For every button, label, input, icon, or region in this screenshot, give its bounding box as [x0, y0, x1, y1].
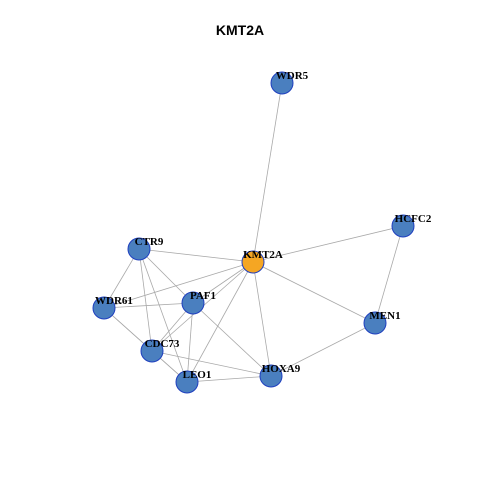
edge-kmt2a-leo1	[186, 261, 254, 383]
node-label-kmt2a: KMT2A	[243, 249, 283, 261]
edge-paf1-hoxa9	[192, 302, 272, 377]
node-circle-hcfc2[interactable]	[391, 214, 415, 238]
node-circle-paf1[interactable]	[181, 291, 205, 315]
node-hoxa9[interactable]: HOXA9	[259, 363, 301, 388]
node-kmt2a[interactable]: KMT2A	[241, 249, 283, 274]
node-label-hcfc2: HCFC2	[395, 213, 432, 225]
node-label-hoxa9: HOXA9	[262, 363, 301, 375]
node-circle-wdr5[interactable]	[270, 71, 294, 95]
node-wdr61[interactable]: WDR61	[92, 295, 133, 320]
node-circle-men1[interactable]	[363, 311, 387, 335]
node-label-wdr5: WDR5	[276, 70, 309, 82]
edge-kmt2a-paf1	[192, 261, 254, 304]
edge-wdr61-paf1	[103, 302, 194, 309]
node-label-cdc73: CDC73	[145, 338, 180, 350]
edge-kmt2a-hoxa9	[252, 261, 272, 377]
node-label-ctr9: CTR9	[135, 236, 164, 248]
edge-men1-hoxa9	[270, 322, 376, 377]
edge-ctr9-paf1	[138, 248, 194, 304]
node-men1[interactable]: MEN1	[363, 310, 401, 335]
edge-paf1-leo1	[186, 302, 194, 383]
node-ctr9[interactable]: CTR9	[127, 236, 164, 261]
node-wdr5[interactable]: WDR5	[270, 70, 309, 95]
node-label-paf1: PAF1	[190, 290, 216, 302]
node-circle-wdr61[interactable]	[92, 296, 116, 320]
edge-kmt2a-wdr5	[252, 82, 283, 263]
node-label-men1: MEN1	[369, 310, 400, 322]
graph-title: KMT2A	[215, 22, 265, 38]
edge-kmt2a-hcfc2	[252, 225, 404, 263]
node-circle-hoxa9[interactable]	[259, 364, 283, 388]
edge-ctr9-leo1	[138, 248, 188, 383]
edge-hcfc2-men1	[374, 225, 404, 324]
node-circle-ctr9[interactable]	[127, 237, 151, 261]
node-circle-kmt2a[interactable]	[241, 250, 265, 274]
node-cdc73[interactable]: CDC73	[140, 338, 180, 363]
node-circle-cdc73[interactable]	[140, 339, 164, 363]
edge-kmt2a-ctr9	[138, 248, 254, 263]
node-label-wdr61: WDR61	[95, 295, 133, 307]
edge-ctr9-cdc73	[138, 248, 153, 352]
node-hcfc2[interactable]: HCFC2	[391, 213, 432, 238]
node-paf1[interactable]: PAF1	[181, 290, 216, 315]
edge-leo1-hoxa9	[186, 375, 272, 383]
node-circle-leo1[interactable]	[175, 370, 199, 394]
edge-cdc73-hoxa9	[151, 350, 272, 377]
node-leo1[interactable]: LEO1	[175, 369, 212, 394]
node-label-leo1: LEO1	[183, 369, 212, 381]
edge-kmt2a-men1	[252, 261, 376, 324]
edge-kmt2a-wdr61	[103, 261, 254, 309]
